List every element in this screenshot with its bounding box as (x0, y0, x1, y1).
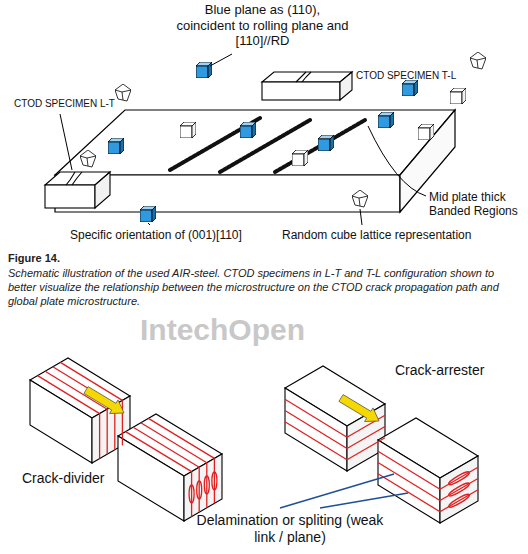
banded-regions (170, 118, 365, 172)
figure-caption: Schematic illustration of the used AIR-s… (8, 266, 520, 308)
split-mark (447, 470, 470, 486)
leader-line (320, 493, 408, 508)
leader-line (148, 223, 150, 225)
specimen-side (340, 72, 352, 100)
delamination-leaders (280, 474, 408, 508)
white-cube (292, 150, 308, 166)
red-line (133, 427, 199, 467)
red-line (126, 432, 192, 472)
red-line (141, 423, 207, 463)
red-line (285, 422, 347, 460)
red-line (347, 438, 385, 460)
specimen-top (262, 72, 352, 82)
yellow-arrow (339, 395, 379, 422)
ctod-specimen-lt (45, 172, 110, 208)
specimen-end (184, 454, 222, 521)
specimen-type: Crack-arrester (395, 362, 484, 379)
specimen-label: CTOD SPECIMEN L-T (14, 98, 115, 110)
leader-line (368, 126, 426, 196)
red-line (107, 409, 108, 454)
orientation-note: Specific orientation of (001)[110] (70, 228, 242, 242)
notch (296, 72, 306, 82)
specimen-front (118, 436, 184, 521)
red-line (45, 371, 107, 409)
red-line (191, 472, 192, 517)
ctod-specimen-tl (262, 72, 352, 100)
blue-cube (108, 138, 124, 154)
blue-cube (378, 112, 394, 128)
rotated-cube (115, 84, 131, 101)
crack-divider-specimen (30, 358, 222, 521)
red-line (99, 414, 100, 459)
lattice-note: Random cube lattice representation (282, 228, 471, 242)
rotated-cube (352, 190, 368, 207)
specimen-side (95, 172, 110, 208)
band (220, 120, 310, 172)
lamination-lines (285, 399, 478, 512)
notch (302, 72, 311, 82)
steel-plate (55, 110, 455, 212)
split-mark (447, 481, 470, 497)
notch (66, 172, 75, 185)
split-mark (204, 476, 209, 494)
specimen-front (45, 185, 95, 208)
region-note: Mid plate thick Banded Regions (429, 190, 524, 219)
red-line (122, 400, 123, 445)
specimen-front (378, 440, 440, 523)
crack-arrester-specimen (285, 366, 478, 523)
yellow-arrow (84, 387, 124, 414)
blue-cube (318, 135, 334, 151)
rotated-cube (470, 52, 486, 69)
blue-cube (140, 206, 156, 222)
leader-line (360, 209, 362, 225)
plane-note: Blue plane as (110), coincident to rolli… (175, 2, 350, 49)
figure-number: Figure 14. (8, 252, 60, 265)
specimen-type: Crack-divider (22, 470, 104, 487)
red-line (285, 411, 347, 449)
lamination-lines (38, 362, 217, 516)
lattice-cubes (80, 52, 486, 222)
split-mark (189, 485, 194, 503)
split-mark (212, 472, 217, 490)
blue-cube (240, 122, 256, 138)
red-line (378, 463, 440, 501)
band (170, 118, 260, 170)
red-line (378, 474, 440, 512)
leader-line (210, 54, 232, 66)
split-mark (447, 493, 470, 509)
leader-line (60, 114, 72, 170)
delamination-note: Delamination or spliting (weak link / pl… (195, 512, 385, 546)
red-line (206, 463, 207, 508)
specimen-front (30, 380, 92, 463)
specimen-front (262, 82, 340, 100)
blue-cube (402, 80, 418, 96)
specimen-end (440, 456, 478, 523)
blue-cube (196, 62, 212, 78)
red-line (378, 451, 440, 489)
watermark: IntechOpen (140, 312, 305, 348)
band (275, 120, 365, 172)
red-line (148, 418, 214, 458)
specimen-front (285, 388, 347, 471)
white-cube (418, 124, 434, 140)
red-line (285, 399, 347, 437)
rotated-cube (80, 150, 96, 167)
white-cube (450, 88, 466, 104)
plate-top (55, 110, 455, 175)
red-line (199, 467, 200, 512)
specimen-label: CTOD SPECIMEN T-L (356, 70, 456, 82)
red-line (214, 458, 215, 503)
red-line (347, 427, 385, 449)
split-mark (197, 481, 202, 499)
leader-line (280, 474, 394, 508)
white-cube (180, 122, 196, 138)
